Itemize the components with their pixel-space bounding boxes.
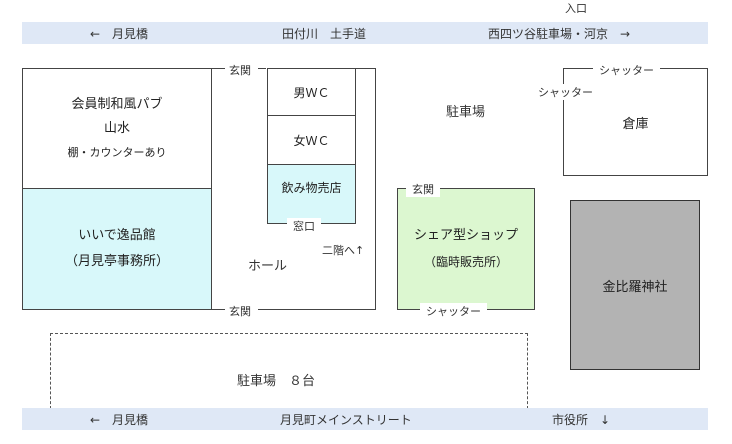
bottom-road-left: ← 月見橋 — [90, 413, 149, 427]
iide-note: （月見亭事務所） — [64, 254, 169, 269]
hall-top-wall-left — [211, 68, 225, 69]
window-label: 窓口 — [287, 218, 321, 234]
pub-name: 会員制和風パブ — [71, 96, 163, 112]
iide-name: いいで逸品館 — [78, 228, 156, 243]
top-road-left: ← 月見橋 — [90, 27, 149, 41]
upstairs-label: 二階へ↑ — [322, 244, 365, 257]
hall-label: ホール — [248, 259, 288, 274]
men-wc: 男ＷＣ — [267, 68, 356, 116]
parking-lot-bottom — [50, 333, 528, 409]
top-road: ← 月見橋 田付川 土手道 西四ツ谷駐車場・河京 → — [22, 22, 708, 44]
parking-bottom-label: 駐車場 ８台 — [237, 374, 316, 389]
entrance-label: 入口 — [565, 2, 587, 15]
hall-right-wall — [375, 68, 376, 310]
top-road-center: 田付川 土手道 — [282, 27, 367, 41]
bottom-road-center: 月見町メインストリート — [280, 413, 412, 427]
share-shop-genkan: 玄関 — [406, 181, 440, 197]
top-road-right: 西四ツ谷駐車場・河京 → — [488, 27, 631, 41]
hall-bottom-wall-left — [211, 309, 225, 310]
hall-bottom-wall-right — [258, 309, 376, 310]
share-shop-name: シェア型ショップ — [413, 228, 518, 243]
bottom-road-right: 市役所 ↓ — [552, 413, 611, 427]
pub-sansui-room: 会員制和風パブ 山水 棚・カウンターあり — [22, 68, 212, 189]
parking-top-label: 駐車場 — [446, 105, 486, 120]
share-shop-shutter: シャッター — [420, 303, 487, 319]
genkan-bottom-label: 玄関 — [229, 305, 251, 318]
konpira-shrine: 金比羅神社 — [570, 200, 700, 370]
pub-subname: 山水 — [103, 120, 130, 136]
genkan-top-label: 玄関 — [229, 64, 251, 77]
share-shop-note: （臨時販売所） — [423, 255, 508, 269]
hall-top-right-wall — [355, 68, 376, 69]
hall-top-wall-right — [258, 68, 266, 69]
warehouse-top-shutter: シャッター — [593, 62, 660, 78]
warehouse-side-shutter: シャッター — [534, 84, 597, 100]
iide-shop-room: いいで逸品館 （月見亭事務所） — [22, 188, 212, 310]
bottom-road: ← 月見橋 月見町メインストリート 市役所 ↓ — [22, 408, 708, 430]
share-shop-room: シェア型ショップ （臨時販売所） — [397, 188, 535, 310]
women-wc: 女ＷＣ — [267, 115, 356, 165]
pub-note: 棚・カウンターあり — [67, 145, 167, 159]
drink-shop: 飲み物売店 — [267, 164, 356, 224]
